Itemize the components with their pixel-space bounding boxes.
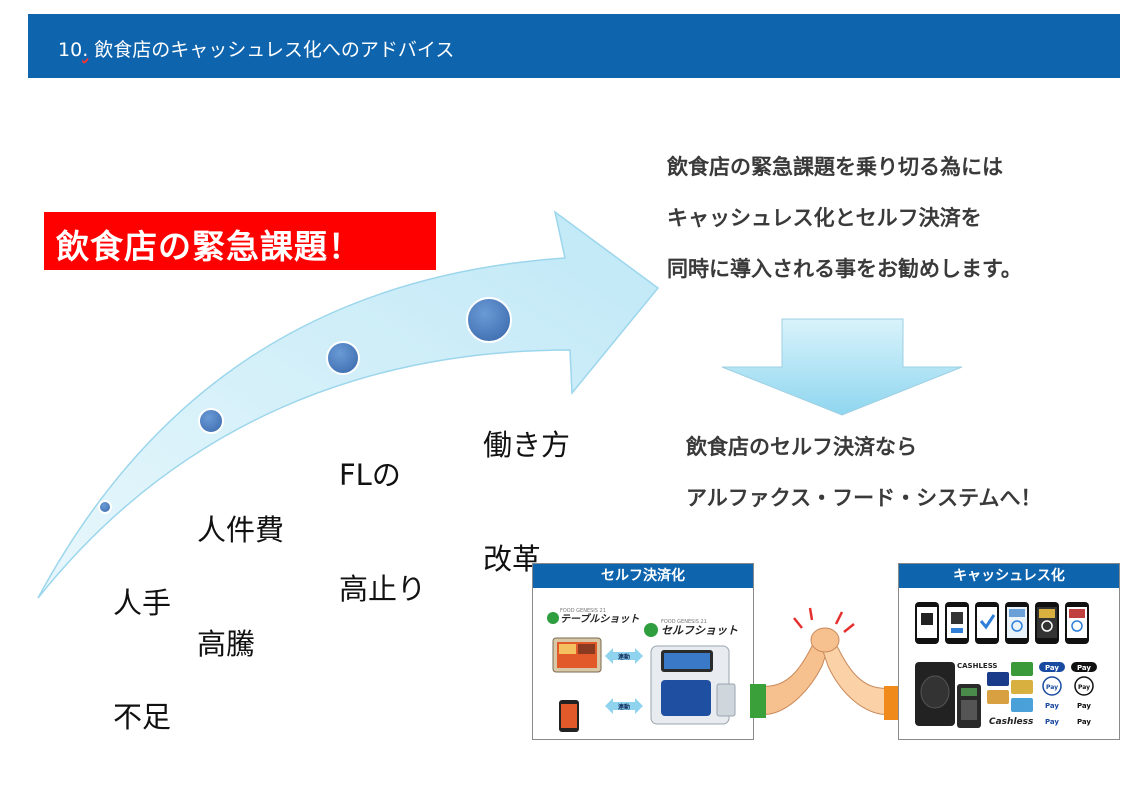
self-shot-logo-icon: [644, 623, 658, 637]
self-payment-illustration: FOOD GENESIS 21 テーブルショット FOOD GENESIS 21…: [547, 608, 738, 732]
stage-3-line1: FLの: [339, 458, 401, 492]
header-bar: 10. 飲食店のキャッシュレス化へのアドバイス: [28, 14, 1120, 78]
down-arrow-icon: [721, 318, 963, 416]
advice-line-2: キャッシュレス化とセルフ決済を: [667, 206, 982, 230]
title-text: 飲食店のキャッシュレス化へのアドバイス: [94, 39, 455, 61]
stage-3-line2: 高止り: [339, 572, 427, 606]
stage-label-fl-cost: FLの 高止り: [339, 380, 426, 646]
pay-badge-6: Pay: [1077, 702, 1091, 710]
cashless-script: Cashless: [989, 717, 1034, 727]
link-label-2: 連動: [618, 703, 630, 711]
cashless-panel: キャッシュレス化 CASHLESS Pa: [898, 563, 1120, 740]
recommend-line-2: アルファクス・フード・システムへ！: [686, 486, 1042, 510]
pay-badge-8: Pay: [1077, 718, 1091, 726]
stage-dot-3: [326, 341, 360, 375]
credit-card-icon: [987, 672, 1009, 686]
brand-small-2: FOOD GENESIS 21: [661, 619, 707, 625]
pay-badge-5: Pay: [1045, 702, 1059, 710]
link-arrow-icon-1: [605, 648, 643, 664]
advice-line-1: 飲食店の緊急課題を乗り切る為には: [667, 155, 1003, 179]
urgent-issues-text: 飲食店の緊急課題！: [56, 227, 362, 266]
stage-4-line2: 改革: [483, 542, 542, 576]
stage-1-line1: 人手: [113, 586, 172, 620]
stage-4-line1: 働き方: [483, 428, 571, 462]
pay-badge-1: Pay: [1045, 664, 1059, 672]
stage-2-line1: 人件費: [197, 513, 285, 547]
page-title: 10. 飲食店のキャッシュレス化へのアドバイス: [58, 35, 454, 62]
pay-badge-4: Pay: [1078, 684, 1090, 691]
stage-dot-1: [98, 500, 112, 514]
stage-dot-4: [466, 297, 512, 343]
brand-small-1: FOOD GENESIS 21: [560, 608, 606, 614]
stage-label-labor-cost: 人件費 高騰: [197, 435, 284, 701]
title-separator: .: [82, 39, 89, 61]
advice-line-3: 同時に導入される事をお勧めします。: [667, 257, 1022, 281]
stage-label-work-reform: 働き方 改革: [483, 350, 570, 616]
link-label-1: 連動: [618, 653, 630, 661]
recommend-line-1: 飲食店のセルフ決済なら: [686, 435, 917, 459]
stage-2-line2: 高騰: [197, 627, 256, 661]
stage-dot-2: [198, 408, 224, 434]
stage-1-line2: 不足: [113, 700, 172, 734]
handshake-icon: [750, 607, 900, 720]
pay-badge-3: Pay: [1046, 684, 1058, 691]
title-number: 10: [58, 39, 83, 61]
table-shot-logo: テーブルショット: [560, 613, 639, 625]
self-shot-logo: セルフショット: [661, 624, 738, 637]
cashless-panel-title: キャッシュレス化: [899, 564, 1119, 588]
phone-icons: [915, 602, 1089, 644]
self-payment-panel-title: セルフ決済化: [533, 564, 753, 588]
cashless-word: CASHLESS: [957, 662, 997, 670]
advice-text: 飲食店の緊急課題を乗り切る為には キャッシュレス化とセルフ決済を 同時に導入され…: [667, 142, 1022, 295]
pay-badge-2: Pay: [1077, 664, 1091, 672]
stage-label-labor-shortage: 人手 不足: [113, 508, 171, 774]
self-payment-panel: セルフ決済化 FOOD GENESIS 21 テーブルショット FOOD GEN…: [532, 563, 754, 740]
pay-badge-7: Pay: [1045, 718, 1059, 726]
urgent-issues-banner: 飲食店の緊急課題！: [44, 212, 436, 270]
cashless-illustration: CASHLESS Pay Pay Pay Pay Pay Pay Cashles…: [915, 602, 1097, 728]
recommend-text: 飲食店のセルフ決済なら アルファクス・フード・システムへ！: [686, 422, 1042, 524]
table-shot-logo-icon: [547, 612, 559, 624]
link-arrow-icon-2: [605, 698, 643, 714]
